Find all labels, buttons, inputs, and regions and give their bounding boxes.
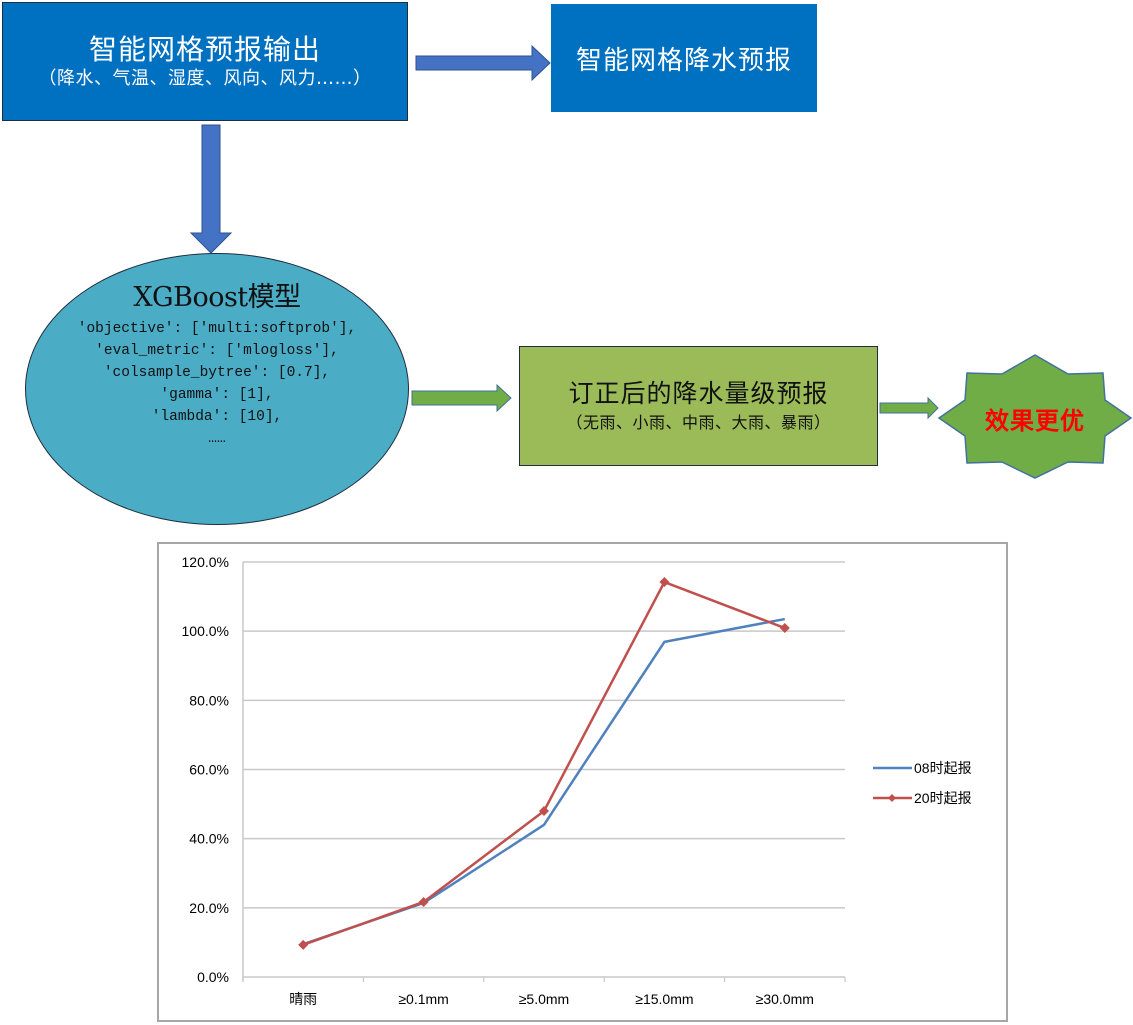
grid-precip-forecast-box: 智能网格降水预报 <box>551 4 817 112</box>
diamond-marker-icon <box>298 939 309 950</box>
y-tick-label: 0.0% <box>197 969 229 985</box>
y-tick-label: 80.0% <box>189 692 229 708</box>
arrow-down-icon <box>189 124 233 254</box>
grid-precip-forecast-title: 智能网格降水预报 <box>575 45 792 76</box>
x-tick-label: ≥5.0mm <box>519 991 569 1007</box>
param-line: …… <box>208 431 226 447</box>
series-line <box>302 617 786 946</box>
corrected-precip-title: 订正后的降水量级预报 <box>568 379 829 408</box>
grid-forecast-output-subtitle: （降水、气温、湿度、风向、风力……） <box>38 67 372 89</box>
line-chart <box>157 542 1008 1022</box>
better-result-label: 效果更优 <box>985 406 1085 435</box>
xgboost-params: 'objective': ['multi:softprob'], 'eval_m… <box>78 318 356 450</box>
y-axis-labels: 0.0% 20.0% 40.0% 60.0% 80.0% 100.0% 120.0% <box>182 554 229 985</box>
x-tick-label: ≥15.0mm <box>635 991 693 1007</box>
y-tick-label: 100.0% <box>182 623 229 639</box>
diamond-marker-icon <box>659 577 670 588</box>
corrected-precip-subtitle: （无雨、小雨、中雨、大雨、暴雨） <box>566 413 831 432</box>
param-line: 'colsample_bytree': [0.7], <box>103 365 331 381</box>
grid-forecast-output-title: 智能网格预报输出 <box>88 32 321 66</box>
y-tick-label: 20.0% <box>189 900 229 916</box>
chart-gridlines <box>242 561 846 982</box>
param-line: 'eval_metric': ['mlogloss'], <box>95 343 339 359</box>
xgboost-model-ellipse: XGBoost模型 'objective': ['multi:softprob'… <box>25 253 409 525</box>
arrow-right-icon <box>879 396 939 420</box>
x-tick-label: ≥0.1mm <box>398 991 448 1007</box>
x-tick-label: ≥30.0mm <box>756 991 814 1007</box>
param-line: 'objective': ['multi:softprob'], <box>77 321 357 337</box>
xgboost-model-title: XGBoost模型 <box>133 282 301 313</box>
y-tick-label: 40.0% <box>189 831 229 847</box>
diamond-marker-icon <box>779 623 790 634</box>
legend-item: 20时起报 <box>914 790 972 806</box>
diamond-marker-icon <box>888 794 896 802</box>
legend-item: 08时起报 <box>914 760 972 776</box>
diamond-marker-icon <box>539 806 549 816</box>
chart-legend: 08时起报 20时起报 <box>873 760 972 806</box>
grid-forecast-output-box: 智能网格预报输出 （降水、气温、湿度、风向、风力……） <box>2 2 408 121</box>
arrow-right-icon <box>415 44 551 82</box>
y-tick-label: 60.0% <box>189 762 229 778</box>
star-burst-icon <box>937 354 1133 479</box>
corrected-precip-forecast-box: 订正后的降水量级预报 （无雨、小雨、中雨、大雨、暴雨） <box>519 346 878 466</box>
diamond-marker-icon <box>418 896 429 907</box>
param-line: 'gamma': [1], <box>160 387 274 403</box>
y-tick-label: 120.0% <box>182 554 229 570</box>
x-axis-labels: 晴雨 ≥0.1mm ≥5.0mm ≥15.0mm ≥30.0mm <box>289 991 814 1007</box>
arrow-right-icon <box>411 383 512 413</box>
x-tick-label: 晴雨 <box>289 991 317 1007</box>
flow-arrows <box>189 44 1133 479</box>
param-line: 'lambda': [10], <box>151 409 283 425</box>
series-line <box>302 580 786 947</box>
chart-series <box>298 577 790 950</box>
